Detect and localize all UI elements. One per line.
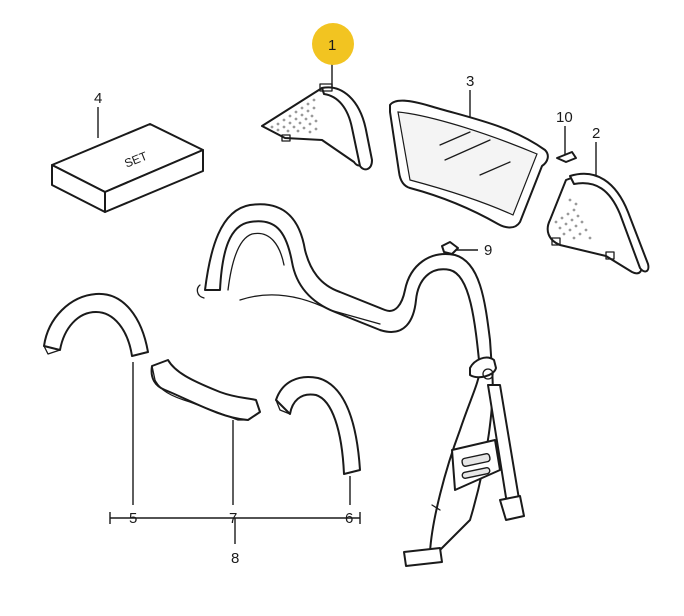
callout-1-highlight bbox=[312, 23, 354, 65]
callout-4[interactable]: 4 bbox=[94, 90, 102, 107]
callout-6[interactable]: 6 bbox=[345, 510, 353, 527]
callout-9[interactable]: 9 bbox=[484, 242, 492, 259]
left-trim-arch bbox=[43, 292, 149, 357]
callout-8[interactable]: 8 bbox=[231, 550, 239, 567]
callout-7[interactable]: 7 bbox=[229, 510, 237, 527]
clip-part bbox=[556, 151, 577, 163]
mesh-pattern-right bbox=[554, 198, 592, 240]
callout-10[interactable]: 10 bbox=[556, 109, 573, 126]
right-trim-arch bbox=[275, 376, 361, 475]
cross-trim bbox=[150, 359, 261, 421]
set-box: SET bbox=[51, 123, 204, 213]
callout-1[interactable]: 1 bbox=[328, 37, 336, 54]
leader-lines bbox=[97, 62, 597, 544]
mesh-pattern-left bbox=[270, 98, 318, 134]
callout-3[interactable]: 3 bbox=[466, 73, 474, 90]
callout-labels: 1 2 3 4 5 6 7 8 9 10 bbox=[94, 37, 600, 567]
left-wind-deflector bbox=[261, 83, 373, 171]
center-glass-panel bbox=[389, 99, 549, 229]
roll-bar-frame bbox=[196, 203, 525, 567]
callout-5[interactable]: 5 bbox=[129, 510, 137, 527]
callout-2[interactable]: 2 bbox=[592, 125, 600, 142]
fastener-part bbox=[441, 241, 459, 255]
right-wind-deflector bbox=[546, 172, 650, 275]
